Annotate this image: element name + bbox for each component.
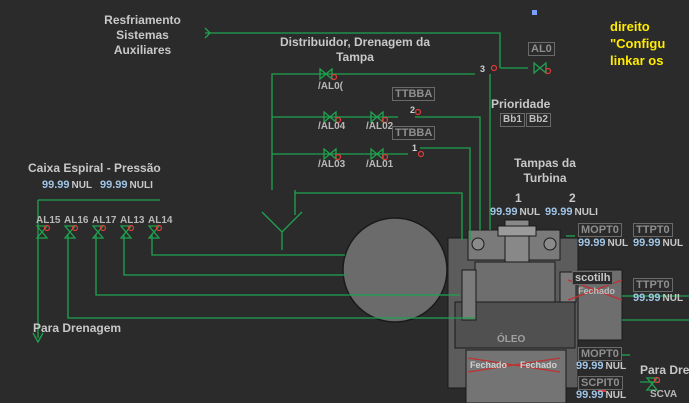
- base-label: ÓLEO: [497, 334, 526, 345]
- header-resfriamento: Resfriamento Sistemas Auxiliares: [104, 13, 181, 57]
- valve-dist-row1-tag[interactable]: /AL0(: [318, 81, 343, 92]
- header-prioridade: Prioridade: [491, 97, 551, 111]
- ttbba-tag-1[interactable]: TTBBA: [392, 87, 436, 101]
- header-caixa-espiral: Caixa Espiral - Pressão: [28, 161, 161, 175]
- valve-dist-row2-right-tag[interactable]: /AL02: [366, 121, 394, 132]
- valve-dist-row3-left-tag[interactable]: /AL03: [318, 159, 346, 170]
- tampas-col-1: 1: [515, 191, 522, 205]
- valve-al15-tag[interactable]: AL15: [36, 215, 61, 226]
- turbine-machine: [342, 217, 623, 403]
- node-2-label: 2: [410, 105, 416, 115]
- valve-al16-tag[interactable]: AL16: [64, 215, 89, 226]
- ttpt0-b-tag[interactable]: TTPT0: [633, 278, 673, 292]
- node-1-label: 1: [412, 143, 418, 153]
- ttpt0-tag[interactable]: TTPT0: [633, 223, 673, 237]
- node-3-label: 3: [480, 64, 486, 74]
- valve-al14-tag[interactable]: AL14: [148, 215, 173, 226]
- valve-dist-row3-right-tag[interactable]: /AL01: [366, 159, 394, 170]
- valve-symbols: [35, 61, 661, 391]
- prioridade-bb2[interactable]: Bb2: [526, 113, 551, 127]
- mopt0-b-tag[interactable]: MOPT0: [578, 347, 622, 361]
- scotilh-status: Fechado: [578, 286, 616, 296]
- pipe-network: [32, 27, 689, 383]
- header-para-drenagem-right: Para Dre: [640, 363, 689, 377]
- header-distribuidor: Distribuidor, Drenagem da Tampa: [279, 35, 431, 64]
- base-status-2: Fechado: [520, 360, 558, 370]
- right-valve-tag[interactable]: SCVA: [650, 389, 678, 400]
- base-status-1: Fechado: [470, 360, 508, 370]
- valve-al13-tag[interactable]: AL13: [120, 215, 145, 226]
- valve-al17-tag[interactable]: AL17: [92, 215, 117, 226]
- base-block: [465, 349, 567, 403]
- selection-handle[interactable]: [532, 10, 537, 15]
- spiral-case-disc: [342, 217, 448, 323]
- scotilh-tag[interactable]: scotilh: [572, 271, 614, 285]
- valve-al0-top-tag[interactable]: AL0: [528, 42, 555, 56]
- header-tampas-turbina: Tampas da Turbina: [514, 156, 576, 185]
- valve-dist-row2-left-tag[interactable]: /AL04: [318, 121, 346, 132]
- scpit0-tag[interactable]: SCPIT0: [578, 376, 623, 390]
- prioridade-bb1[interactable]: Bb1: [500, 113, 525, 127]
- config-note: direito "Configu linkar os: [610, 19, 666, 68]
- ttbba-tag-2[interactable]: TTBBA: [392, 126, 436, 140]
- header-para-drenagem: Para Drenagem: [33, 321, 122, 335]
- mopt0-tag[interactable]: MOPT0: [578, 223, 622, 237]
- tampas-col-2: 2: [569, 191, 576, 205]
